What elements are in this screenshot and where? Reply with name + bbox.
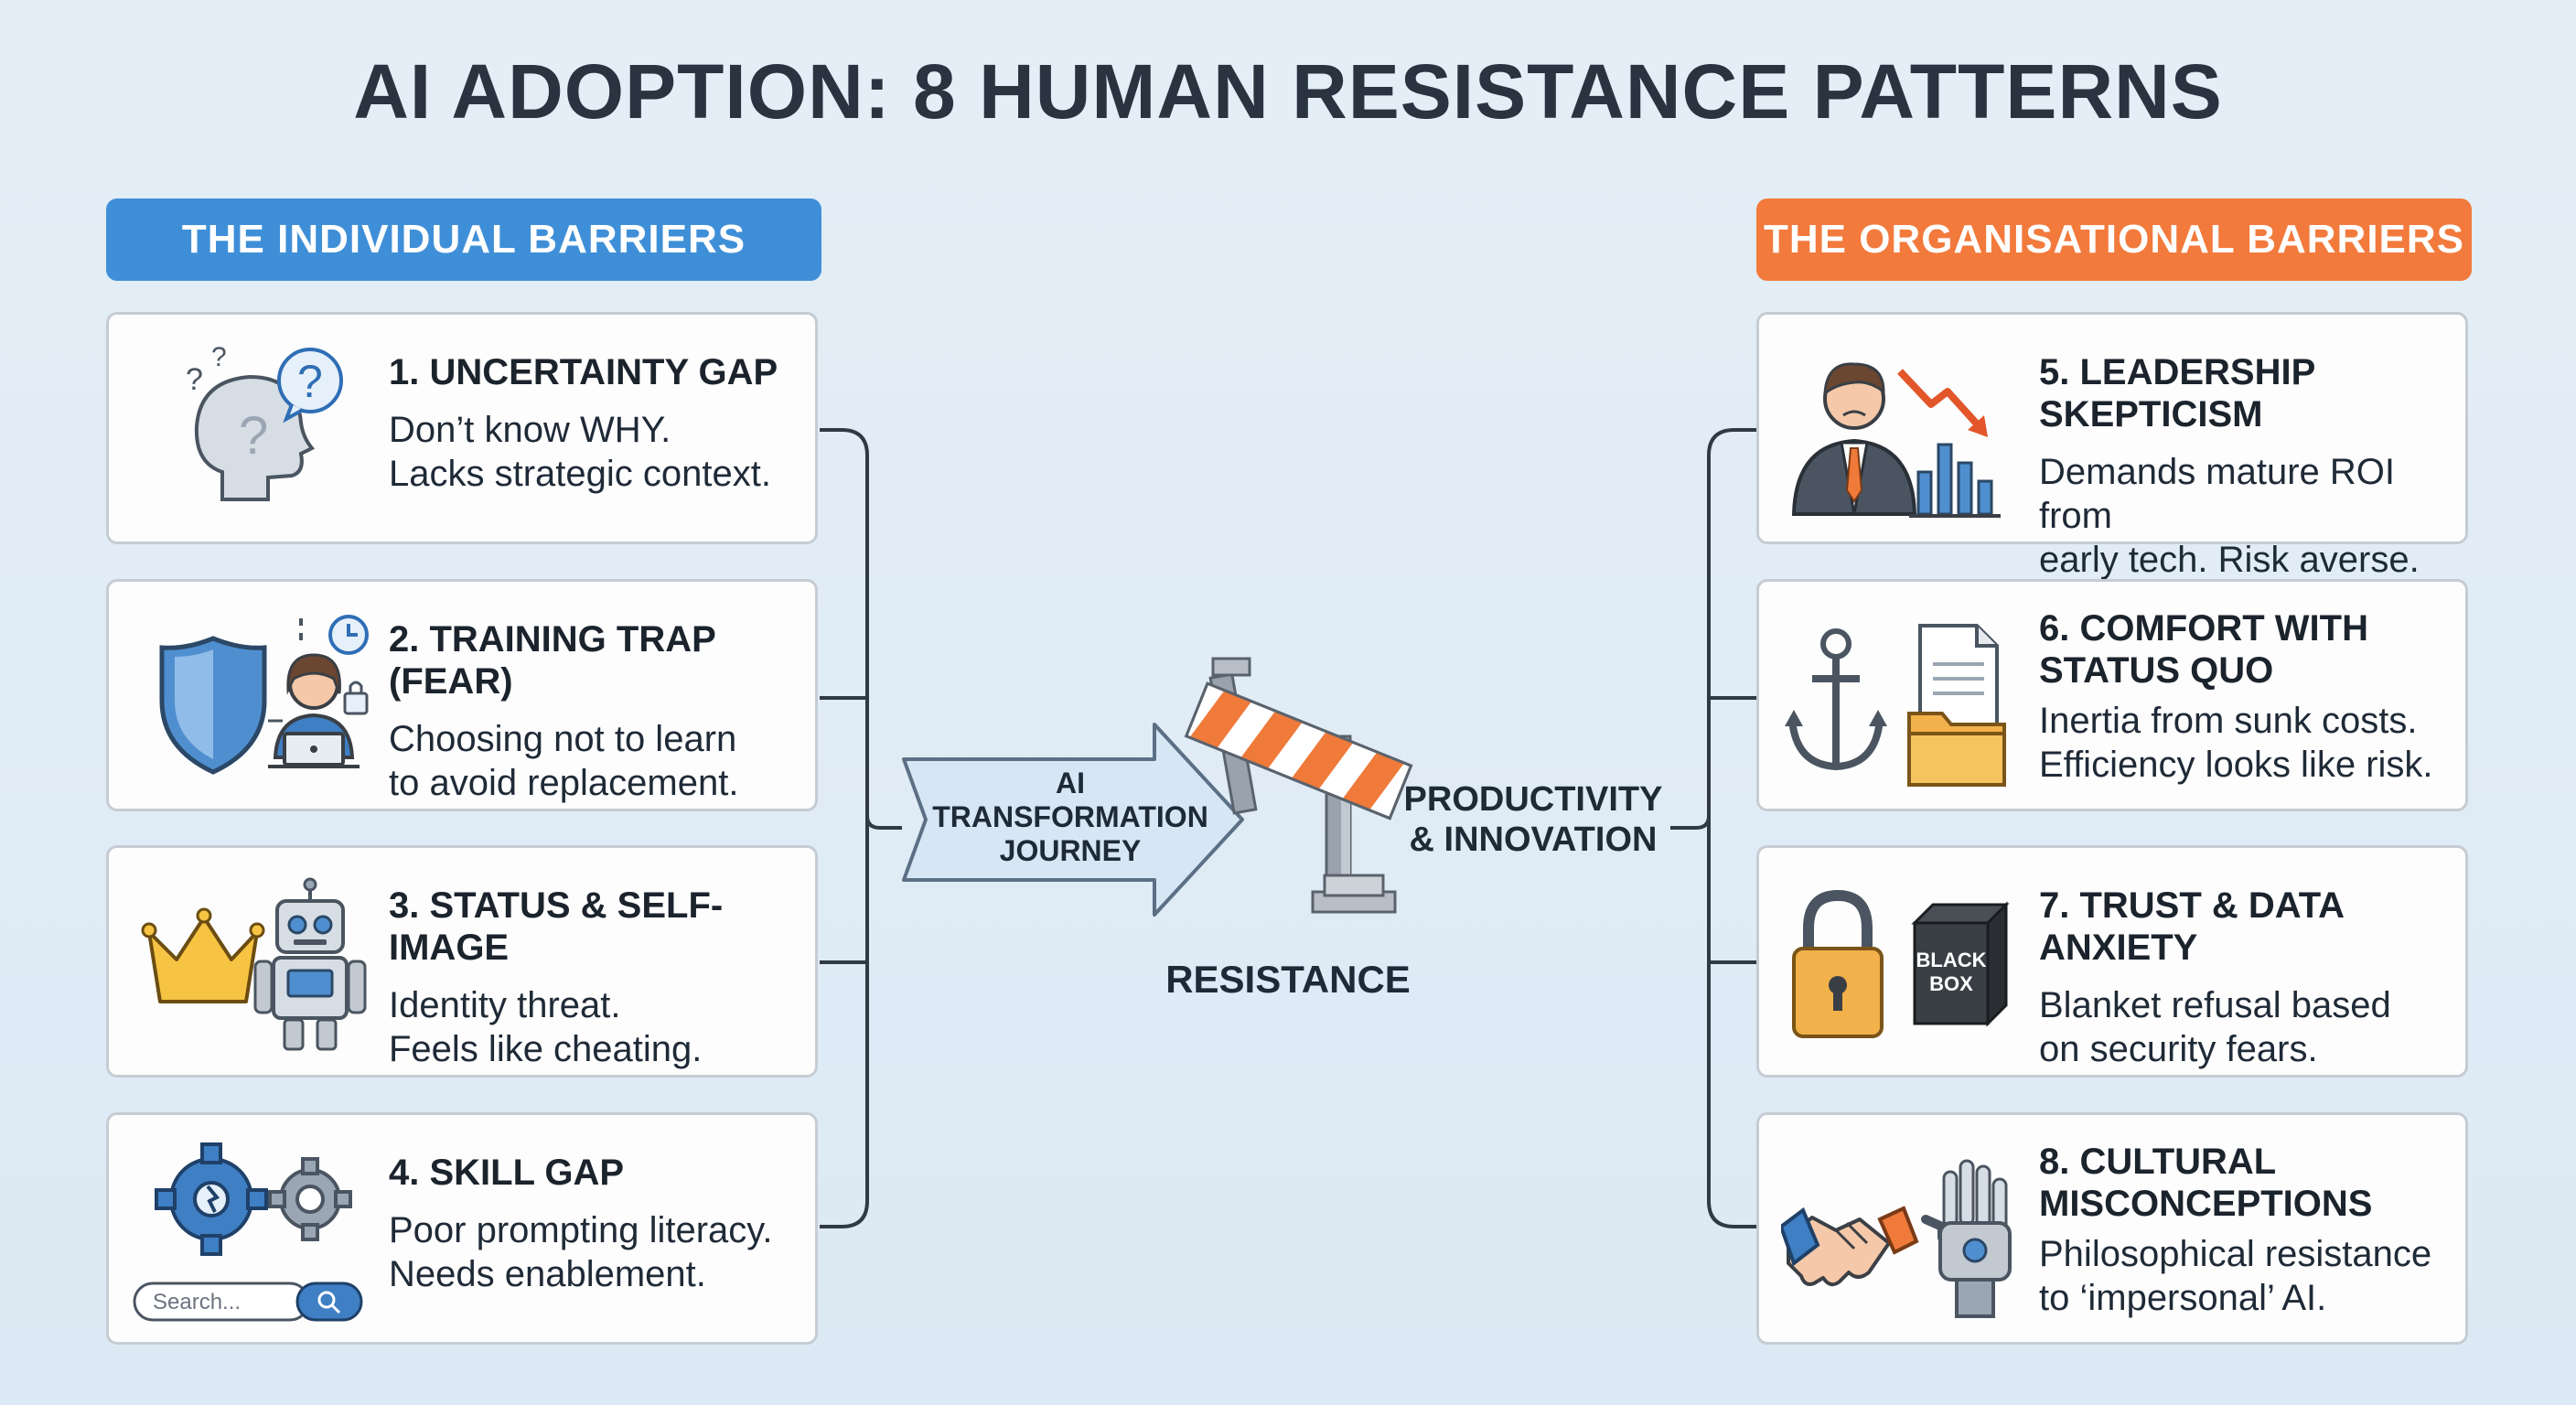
card-heading-line-1: 8. CULTURAL [2039,1142,2277,1182]
journey-label-line-1: AI [1056,767,1085,799]
resistance-label: RESISTANCE [1165,958,1411,1001]
barrier-card-training-trap: 2. TRAINING TRAP (FEAR) Choosing not to … [106,579,818,811]
barrier-card-leadership-skepticism: 5. LEADERSHIP SKEPTICISM Demands mature … [1756,312,2468,580]
journey-arrow [902,723,1244,917]
card-heading: 8. CULTURAL MISCONCEPTIONS [2039,1141,2451,1225]
svg-text:?: ? [211,342,227,372]
card-line-2: on security fears. [2039,1029,2318,1069]
card-line-1: Inertia from sunk costs. [2039,701,2418,741]
journey-label-line-2: TRANSFORMATION [932,800,1208,833]
search-placeholder: Search... [153,1290,241,1314]
card-heading: 6. COMFORT WITH STATUS QUO [2039,607,2451,692]
barrier-card-trust-data-anxiety: BLACK BOX 7. TRUST & DATA ANXIETY Blanke… [1756,845,2468,1078]
right-connector-bracket [1670,428,1756,1228]
journey-arrow-label: AI TRANSFORMATION JOURNEY [924,767,1217,868]
goal-line-2: & INNOVATION [1409,820,1658,859]
svg-text:?: ? [239,406,268,466]
confused-head-icon: ? ? ? ? [131,335,369,527]
barrier-card-status-self-image: 3. STATUS & SELF-IMAGE Identity threat. … [106,845,818,1078]
card-line-1: Blanket refusal based [2039,985,2391,1025]
card-line-2: Needs enablement. [389,1254,706,1294]
executive-decline-icon [1781,335,2019,527]
card-heading: 4. SKILL GAP [389,1153,625,1193]
journey-label-line-3: JOURNEY [999,834,1142,867]
goal-line-1: PRODUCTIVITY [1403,780,1663,819]
crown-robot-icon [131,868,369,1060]
barrier-card-uncertainty-gap: ? ? ? ? 1. UNCERTAINTY GAP Don’t know WH… [106,312,818,544]
card-heading-line-1: 6. COMFORT WITH [2039,608,2368,649]
card-heading-line-2: MISCONCEPTIONS [2039,1184,2373,1224]
black-box-label-1: BLACK [1916,949,1987,971]
lock-blackbox-icon: BLACK BOX [1781,868,2019,1060]
card-heading: 7. TRUST & DATA ANXIETY [2039,885,2344,968]
barrier-card-cultural-misconceptions: 8. CULTURAL MISCONCEPTIONS Philosophical… [1756,1112,2468,1345]
card-line-2: Efficiency looks like risk. [2039,745,2433,785]
anchor-documents-icon [1781,602,2019,794]
svg-text:?: ? [297,356,323,407]
organisational-barriers-banner: THE ORGANISATIONAL BARRIERS [1756,198,2472,281]
card-line-2: early tech. Risk averse. [2039,540,2420,580]
shield-worker-icon [131,602,369,794]
card-heading: 1. UNCERTAINTY GAP [389,352,778,392]
card-heading: 3. STATUS & SELF-IMAGE [389,885,724,968]
card-heading-line-2: STATUS QUO [2039,650,2274,691]
roadblock-barrier-icon [1184,657,1413,914]
card-line-2: to ‘impersonal’ AI. [2039,1278,2327,1318]
card-line-1: Demands mature ROI from [2039,452,2396,536]
card-line-2: to avoid replacement. [389,763,739,803]
card-heading: 5. LEADERSHIP SKEPTICISM [2039,352,2315,434]
card-line-1: Identity threat. [389,985,621,1025]
card-line-1: Poor prompting literacy. [389,1210,773,1250]
card-heading: 2. TRAINING TRAP (FEAR) [389,619,716,702]
page-title: AI ADOPTION: 8 HUMAN RESISTANCE PATTERNS [353,48,2223,134]
card-line-1: Philosophical resistance [2039,1234,2432,1274]
card-line-2: Lacks strategic context. [389,454,771,494]
barrier-card-comfort-status-quo: 6. COMFORT WITH STATUS QUO Inertia from … [1756,579,2468,811]
card-line-1: Don’t know WHY. [389,410,671,450]
card-line-2: Feels like cheating. [389,1029,703,1069]
productivity-innovation-label: PRODUCTIVITY & INNOVATION [1401,779,1665,860]
black-box-label-2: BOX [1929,972,1973,995]
handshake-robot-hand-icon [1778,1135,2019,1327]
card-line-1: Choosing not to learn [389,719,737,759]
left-connector-bracket [820,428,902,1228]
individual-barriers-banner: THE INDIVIDUAL BARRIERS [106,198,821,281]
barrier-card-skill-gap: Search... 4. SKILL GAP Poor prompting li… [106,1112,818,1345]
svg-text:?: ? [186,362,203,397]
gears-search-icon: Search... [131,1135,369,1327]
